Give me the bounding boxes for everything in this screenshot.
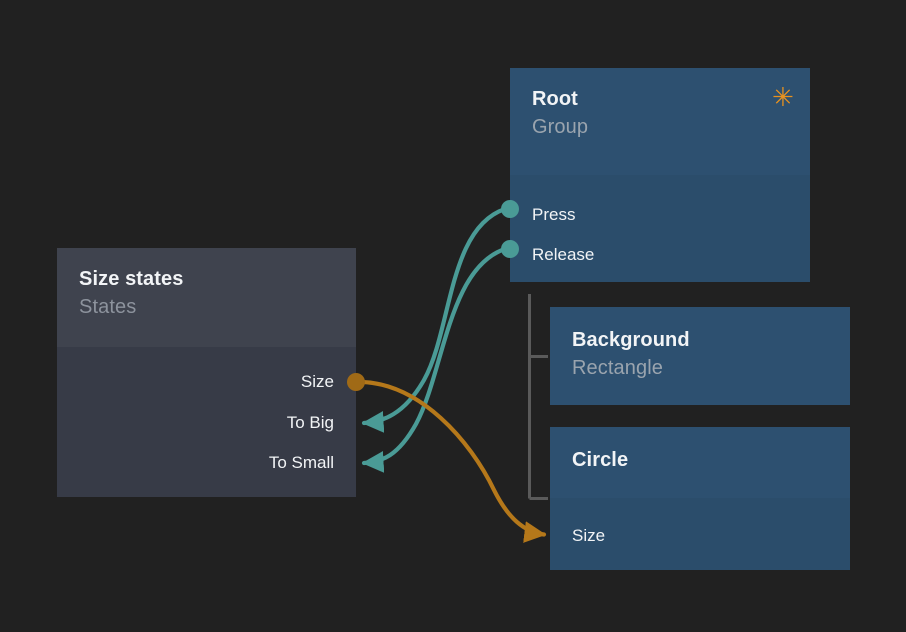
port-label-circle-size[interactable]: Size	[572, 526, 606, 545]
node-circle-title: Circle	[572, 449, 629, 471]
node-size-states[interactable]: Size states States Size To Big To Small	[57, 248, 356, 497]
node-background-subtitle: Rectangle	[572, 357, 663, 379]
node-size-states-subtitle: States	[79, 296, 137, 318]
tree-connector	[528, 294, 548, 500]
node-circle-body: Size	[550, 498, 850, 570]
node-size-states-header[interactable]: Size states States	[57, 248, 356, 347]
edge-release-to-small	[361, 246, 508, 473]
port-dot-press[interactable]	[501, 200, 519, 218]
node-root-title: Root	[532, 88, 578, 110]
node-root-body: Press Release	[510, 175, 810, 282]
node-root-header[interactable]: Root Group ✳	[510, 68, 810, 175]
port-label-to-big[interactable]: To Big	[286, 413, 334, 432]
edge-press-to-big	[361, 206, 508, 433]
port-dot-size-out[interactable]	[347, 373, 365, 391]
node-circle-header[interactable]: Circle	[550, 427, 850, 498]
asterisk-icon[interactable]: ✳	[772, 83, 794, 113]
edge-size-to-circle-size	[359, 379, 547, 543]
port-label-release[interactable]: Release	[532, 245, 595, 264]
port-label-press[interactable]: Press	[532, 205, 576, 224]
node-root[interactable]: Root Group ✳ Press Release	[510, 68, 810, 282]
node-size-states-body: Size To Big To Small	[57, 347, 356, 497]
node-circle[interactable]: Circle Size	[550, 427, 850, 570]
node-background-title: Background	[572, 329, 690, 351]
port-label-size-out[interactable]: Size	[300, 372, 334, 391]
node-size-states-title: Size states	[79, 268, 184, 290]
node-background-header[interactable]: Background Rectangle	[550, 307, 850, 405]
node-root-subtitle: Group	[532, 116, 589, 138]
node-background[interactable]: Background Rectangle	[550, 307, 850, 405]
port-label-to-small[interactable]: To Small	[268, 453, 334, 472]
port-dot-release[interactable]	[501, 240, 519, 258]
